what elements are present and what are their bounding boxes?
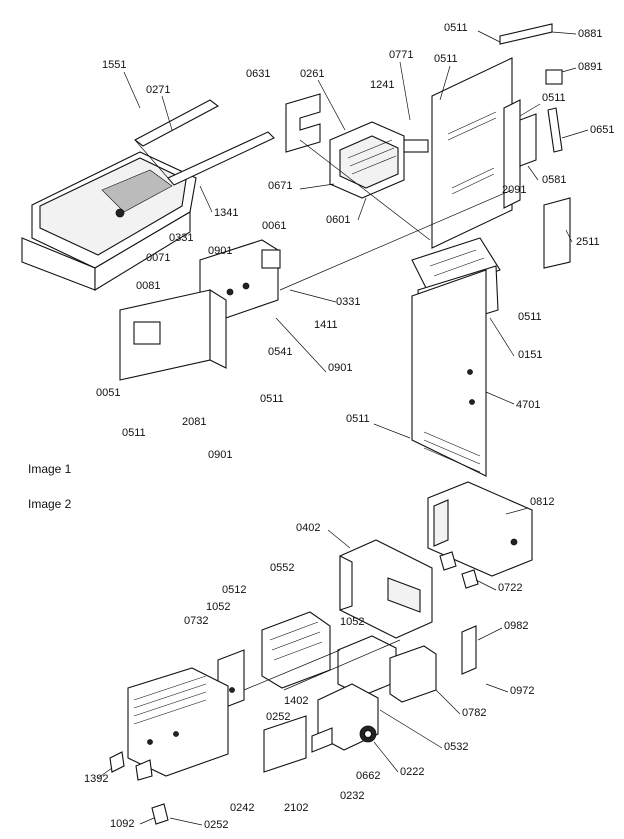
label-4701: 4701 [516,399,540,411]
label-0511: 0511 [346,413,370,425]
image2-parts [109,481,533,825]
label-0541: 0541 [268,346,292,358]
bracket-0812-part [427,481,533,577]
label-0232: 0232 [340,790,364,802]
bracket-0982-part [461,625,477,675]
label-0901: 0901 [208,245,232,257]
label-0061: 0061 [262,220,286,232]
ice-bucket-part [21,151,197,291]
section-label-image-2: Image 2 [28,497,72,511]
label-0771: 0771 [389,49,413,61]
label-0051: 0051 [96,387,120,399]
bracket-0631-part [285,93,321,153]
label-0651: 0651 [590,124,614,136]
label-1392: 1392 [84,773,108,785]
label-0601: 0601 [326,214,350,226]
label-0511: 0511 [260,393,284,405]
label-0252: 0252 [204,819,228,831]
label-0901: 0901 [328,362,352,374]
part-labels: 0511 0881 0891 1551 0631 0261 0771 0511 … [84,22,614,831]
label-0671: 0671 [268,180,292,192]
label-0081: 0081 [136,280,160,292]
mechanism-0512-part [261,611,331,689]
label-0631: 0631 [246,68,270,80]
label-1411: 1411 [314,319,338,331]
label-1052: 1052 [340,616,364,628]
label-0261: 0261 [300,68,324,80]
label-0222: 0222 [400,766,424,778]
label-0402: 0402 [296,522,320,534]
label-0891: 0891 [578,61,602,73]
label-0732: 0732 [184,615,208,627]
housing-0402-part [339,539,433,639]
label-2081: 2081 [182,416,206,428]
right-bracket-parts [519,107,571,269]
label-0242: 0242 [230,802,254,814]
label-1052: 1052 [206,601,230,613]
rod-parts [133,99,275,186]
label-0271: 0271 [146,84,170,96]
label-1241: 1241 [370,79,394,91]
ice-maker-part [329,121,429,199]
label-0331: 0331 [336,296,360,308]
label-1551: 1551 [102,59,126,71]
label-0662: 0662 [356,770,380,782]
label-0722: 0722 [498,582,522,594]
label-2091: 2091 [502,184,526,196]
label-0552: 0552 [270,562,294,574]
spacer-0722-part [439,551,479,589]
label-1341: 1341 [214,207,238,219]
label-0782: 0782 [462,707,486,719]
label-0581: 0581 [542,174,566,186]
label-0331: 0331 [169,232,193,244]
label-0151: 0151 [518,349,542,361]
label-2102: 2102 [284,802,308,814]
clip-parts [109,751,169,825]
face-plate-part [127,667,229,777]
label-0252: 0252 [266,711,290,723]
label-1402: 1402 [284,695,308,707]
label-0511: 0511 [122,427,146,439]
label-0972: 0972 [510,685,534,697]
label-0532: 0532 [444,741,468,753]
leader-lines [97,30,589,826]
label-0812: 0812 [530,496,554,508]
label-0511: 0511 [518,311,542,323]
label-0511: 0511 [434,53,458,65]
section-label-image-1: Image 1 [28,462,72,476]
label-0071: 0071 [146,252,170,264]
motor-part [317,683,379,751]
motor-housing-part [337,635,437,703]
rear-panel-part [431,23,563,249]
label-0881: 0881 [578,28,602,40]
label-0511: 0511 [444,22,468,34]
label-0512: 0512 [222,584,246,596]
plate-0232-part [263,715,333,773]
panel-4701-part [411,269,487,477]
label-2511: 2511 [576,236,600,248]
front-panel-0051-part [119,289,227,381]
label-0982: 0982 [504,620,528,632]
label-1092: 1092 [110,818,134,830]
image1-parts [21,23,571,477]
label-0901: 0901 [208,449,232,461]
label-0511: 0511 [542,92,566,104]
